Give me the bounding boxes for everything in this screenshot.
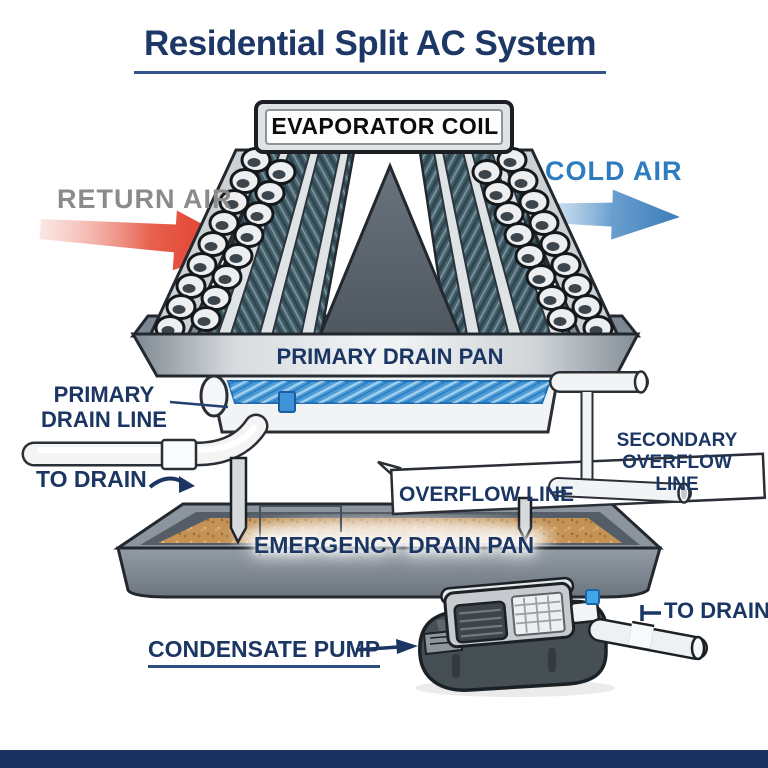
evaporator-coil-plate [254, 100, 514, 154]
primary-drain-line-label: PRIMARY DRAIN LINE [41, 382, 167, 433]
secondary-overflow-pipe [549, 370, 649, 394]
primary-drain-line-pipe [21, 413, 269, 471]
primary-drain-line-leader [169, 400, 229, 409]
leader-lines [148, 400, 661, 654]
overflow-line-label: OVERFLOW LINE [399, 483, 574, 506]
evaporator-coil-label: EVAPORATOR COIL [271, 113, 499, 139]
overflow-outlet-pipe [548, 392, 692, 504]
to-drain-right-label: TO DRAIN [664, 598, 768, 623]
to-drain-left-curved-arrow [148, 476, 195, 493]
pump-safety-switch [585, 589, 600, 605]
to-drain-left-label: TO DRAIN [36, 466, 147, 492]
condensate-pump-leader-arrow [355, 639, 418, 654]
emergency-drain-pan-label: EMERGENCY DRAIN PAN [253, 532, 535, 558]
overflow-ghost-lines [259, 505, 342, 556]
condensate-pump-label: CONDENSATE PUMP [148, 636, 381, 669]
primary-drain-pan-label: PRIMARY DRAIN PAN [276, 344, 504, 369]
bottom-bar [0, 750, 768, 768]
page-title: Residential Split AC System [134, 24, 606, 75]
pump-motor-housing [440, 576, 576, 649]
drain-drop-tubes [229, 456, 533, 545]
cold-air-arrow [529, 189, 680, 240]
cold-air-label: COLD AIR [545, 156, 683, 186]
return-air-label: RETURN AIR [57, 184, 233, 214]
secondary-overflow-line-label: SECONDARY OVERFLOW LINE [616, 430, 738, 495]
to-drain-right-pointer [640, 605, 661, 621]
float-switch [278, 391, 296, 413]
condensate-pump-illustration [415, 576, 708, 697]
evaporator-coil-illustration [145, 100, 623, 342]
